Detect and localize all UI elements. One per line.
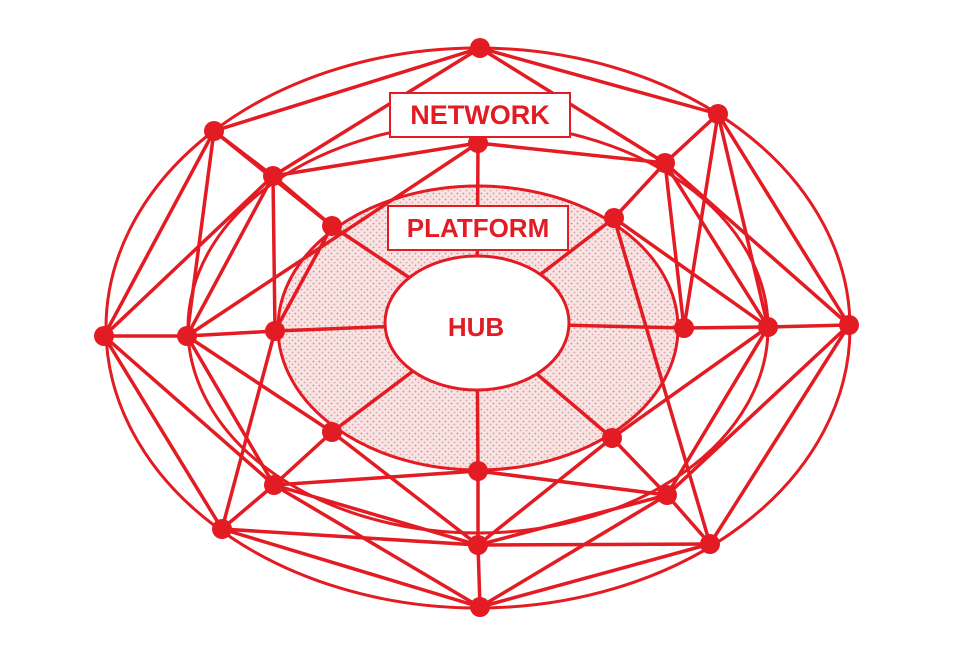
network-edge [272,483,482,609]
network-node [94,326,114,346]
network-edge [476,469,669,497]
network-edge [665,325,770,497]
network-edges [102,46,851,609]
network-nodes [94,38,859,617]
hub-ellipse [383,254,571,392]
network-edge [185,174,275,338]
network-node [839,315,859,335]
network-edge [273,224,334,333]
network-edge [663,112,720,165]
network-node [322,422,342,442]
network-edge [272,430,334,487]
network-edge [212,46,482,133]
network-edge [330,430,480,547]
network-edge [612,216,712,546]
network-edge [610,436,669,497]
network-edge [665,323,851,497]
network-node [468,535,488,555]
network-label: NETWORK [410,100,550,130]
network-edge [663,161,686,330]
network-edge [220,329,277,531]
network-edge [476,493,669,547]
network-edge [220,527,482,609]
network-edge [102,129,216,338]
network-edge [612,216,770,329]
network-edge [478,493,669,609]
network-edge [476,141,667,165]
network-edge [220,483,276,531]
network-edge [682,112,720,330]
network-edge [610,325,770,440]
network-edge [766,323,851,329]
network-edge [663,161,770,329]
network-edge [478,46,720,116]
network-node [468,461,488,481]
network-node [758,317,778,337]
network-edge [663,161,851,327]
network-edge [478,542,712,609]
network-edge [185,141,480,338]
network-node [204,121,224,141]
network-node [655,153,675,173]
network-edge [665,493,712,546]
network-edge [102,334,276,487]
network-edge [476,436,614,547]
network-node [604,208,624,228]
network-edge [476,542,712,547]
network-edge [185,129,216,338]
network-edge [716,112,851,327]
network-node [657,485,677,505]
network-node [212,519,232,539]
network-edge [612,161,667,220]
network-edge [271,141,480,178]
network-edge [220,527,480,547]
network-edge [271,46,482,178]
network-node [264,475,284,495]
network-node [602,428,622,448]
network-edge [716,112,770,329]
network-edge [708,323,851,546]
network-node [177,326,197,346]
network-edge [272,483,480,547]
network-edge [185,329,277,338]
network-edge [682,325,770,330]
network-node [263,166,283,186]
network-edge [102,174,275,338]
network-node [470,597,490,617]
platform-label-box [387,205,569,251]
network-edge [272,469,480,487]
network-node [322,216,342,236]
network-edge [102,334,224,531]
network-node [700,534,720,554]
network-node [674,318,694,338]
platform-label: PLATFORM [407,213,550,243]
network-node [265,321,285,341]
network-edge [476,543,482,609]
network-edge [478,46,667,165]
network-node [470,38,490,58]
network-edge [271,174,277,333]
network-node [708,104,728,124]
network-label-box [389,92,571,138]
hub-label: HUB [448,312,504,342]
network-edge [185,334,276,487]
